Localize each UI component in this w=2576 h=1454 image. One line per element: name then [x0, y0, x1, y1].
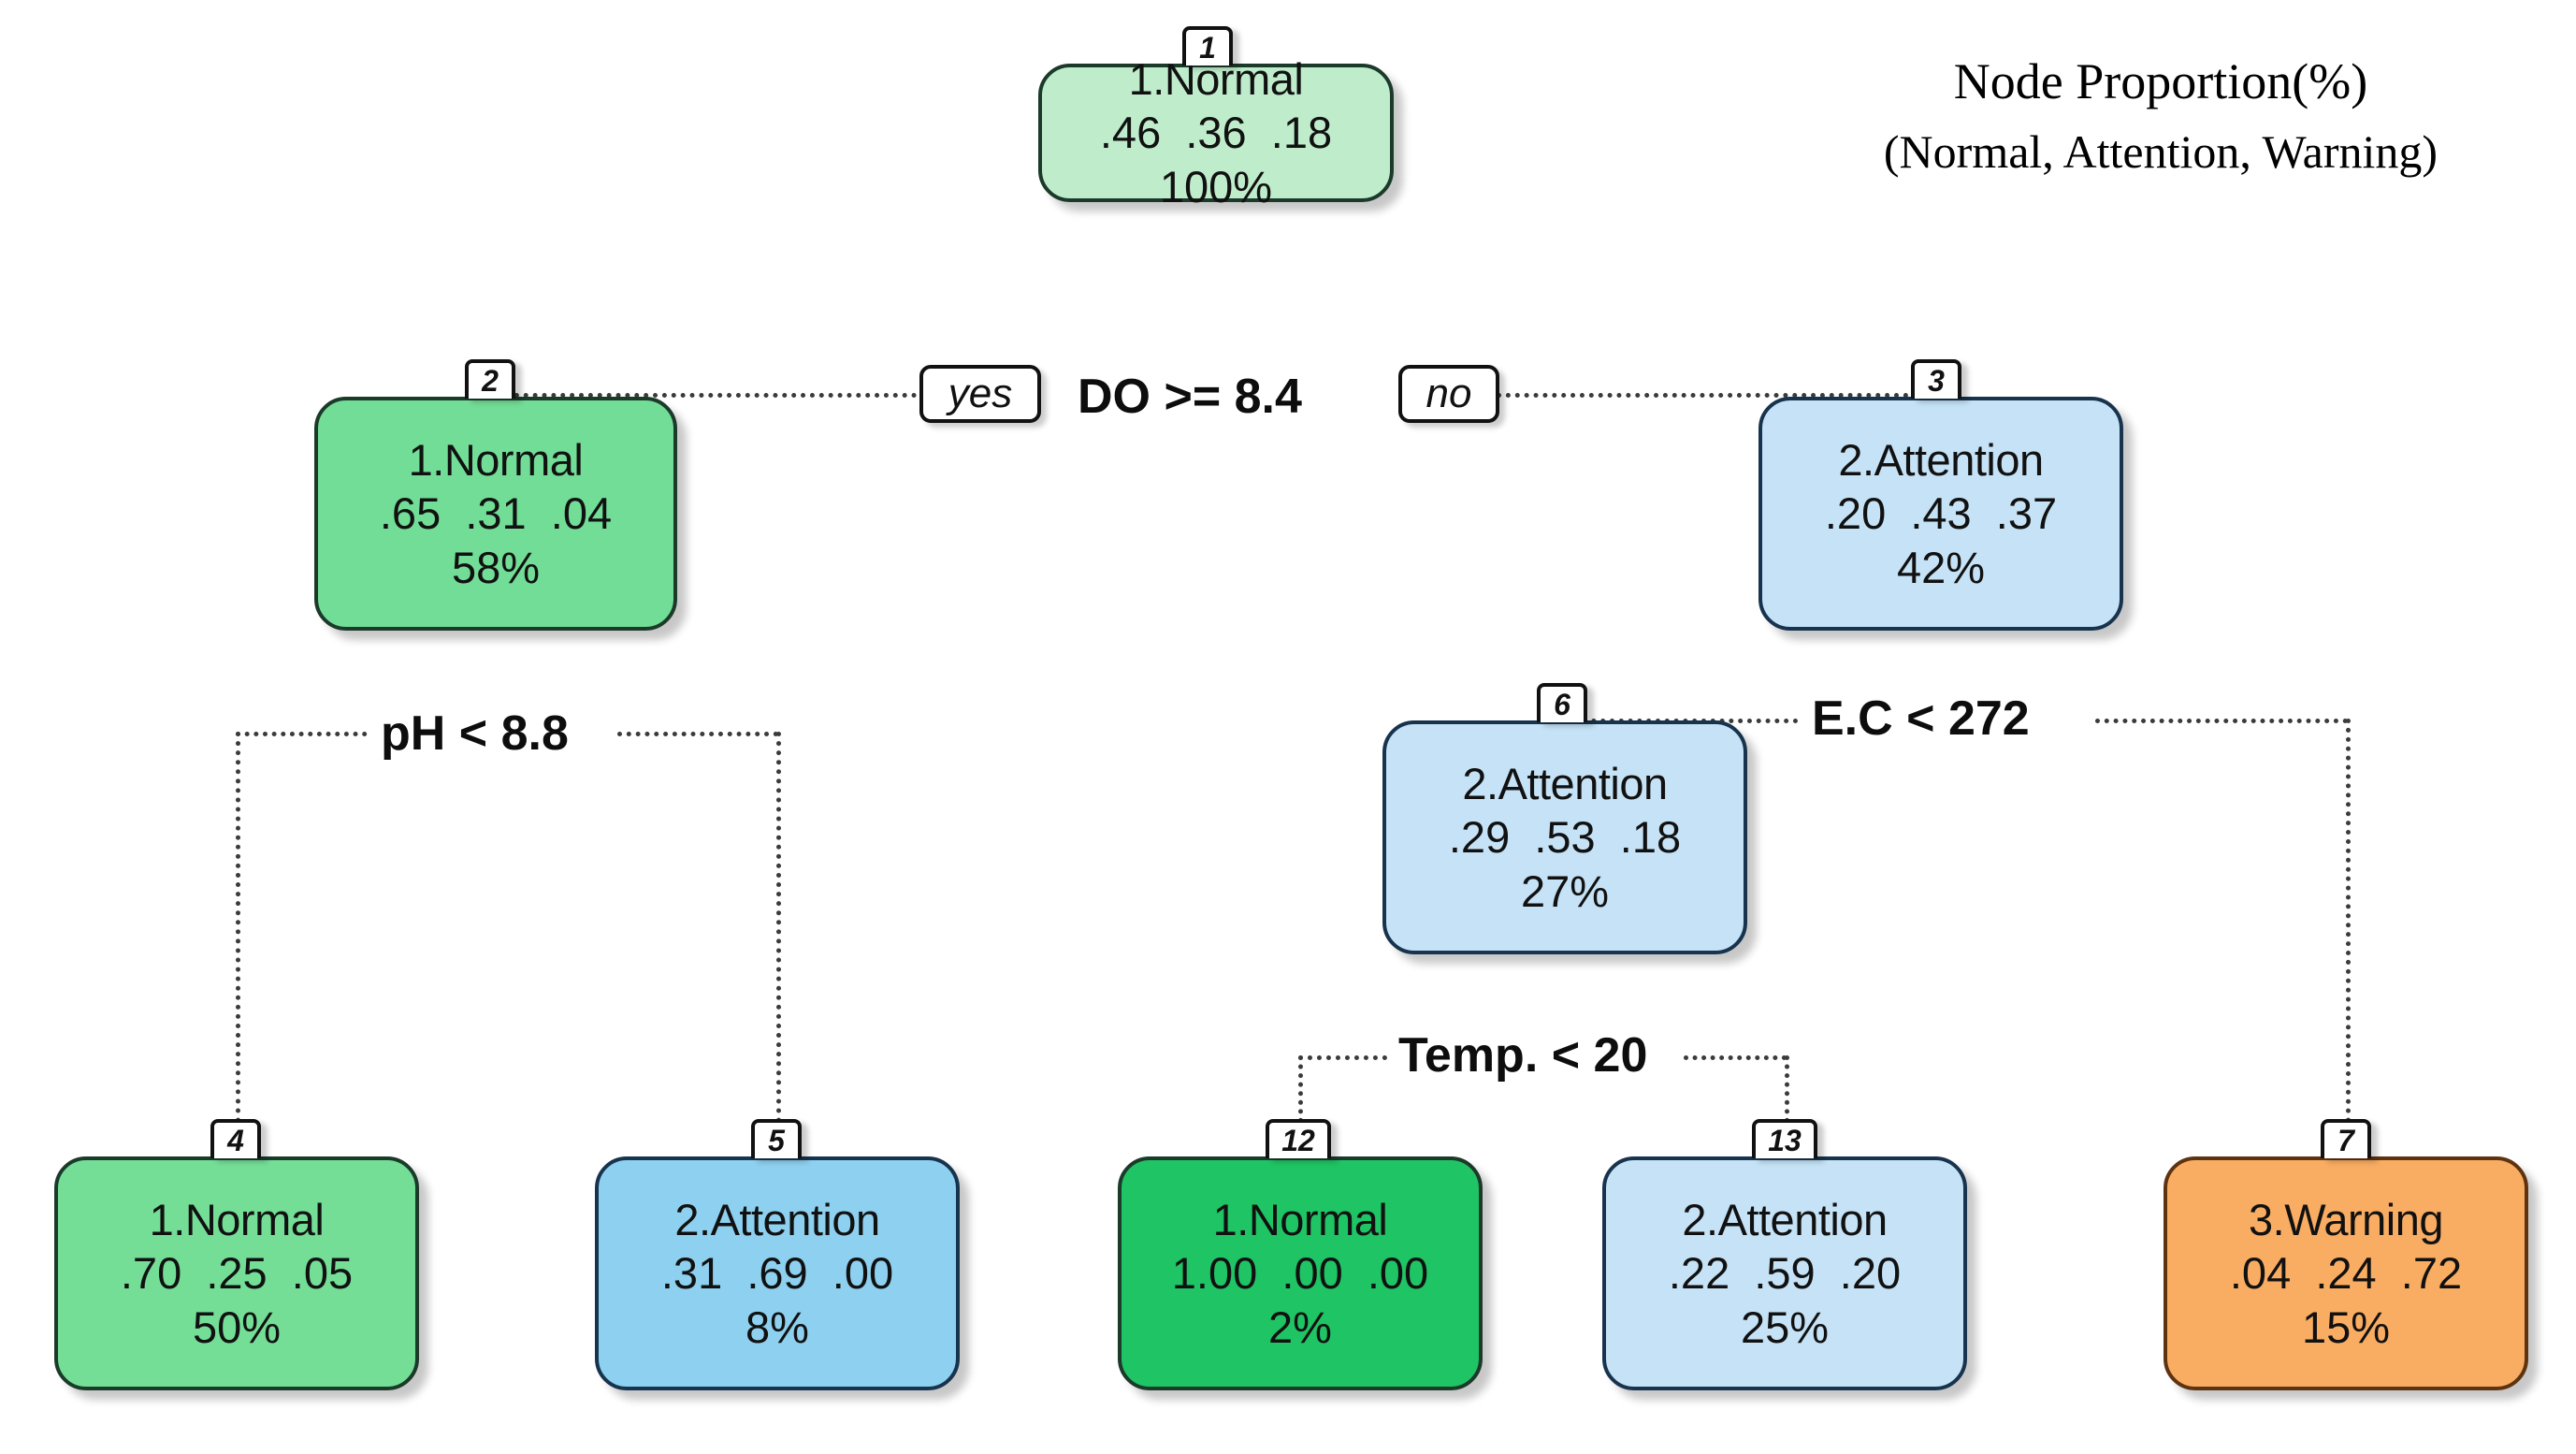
connector-left-h-a [236, 732, 376, 736]
node-12-percent: 2% [1268, 1301, 1332, 1352]
node-3-proportions: .20 .43 .37 [1824, 488, 2058, 539]
connector-left-h-b [617, 732, 778, 736]
node-6-class-label: 2.Attention [1462, 759, 1668, 808]
node-tab-2: 2 [465, 359, 515, 399]
node-tab-7-text: 7 [2337, 1124, 2354, 1157]
node-13-class-label: 2.Attention [1682, 1195, 1888, 1244]
connector-right-h-b [2095, 719, 2348, 723]
node-5-percent: 8% [745, 1301, 809, 1352]
node-4-percent: 50% [192, 1301, 282, 1352]
node-tab-13-text: 13 [1768, 1124, 1802, 1157]
connector-left-v-no [776, 732, 781, 1123]
connector-mid-v-no [1785, 1055, 1789, 1123]
node-tab-5-text: 5 [768, 1124, 785, 1157]
node-3-class-label: 2.Attention [1838, 435, 2044, 485]
node-4-proportions: .70 .25 .05 [120, 1248, 354, 1299]
node-tab-1: 1 [1182, 26, 1233, 65]
tree-node-12[interactable]: 1.Normal 1.00 .00 .00 2% [1118, 1156, 1483, 1390]
split-condition-mid: Temp. < 20 [1387, 1028, 1659, 1083]
tree-node-7[interactable]: 3.Warning .04 .24 .72 15% [2164, 1156, 2528, 1390]
split-condition-right-text: E.C < 272 [1812, 691, 2030, 746]
node-2-proportions: .65 .31 .04 [379, 488, 613, 539]
split-condition-root-text: DO >= 8.4 [1078, 370, 1302, 424]
connector-mid-v-yes [1298, 1055, 1303, 1123]
node-3-percent: 42% [1896, 542, 1986, 592]
connector-mid-h-a [1298, 1055, 1397, 1060]
node-7-class-label: 3.Warning [2249, 1195, 2443, 1244]
connector-root-right [1497, 393, 1936, 398]
connector-root-left [505, 393, 917, 398]
split-condition-mid-text: Temp. < 20 [1398, 1028, 1648, 1083]
tree-node-5[interactable]: 2.Attention .31 .69 .00 8% [595, 1156, 960, 1390]
node-13-proportions: .22 .59 .20 [1668, 1248, 1902, 1299]
legend: Node Proportion(%) (Normal, Attention, W… [1777, 45, 2544, 186]
yes-label-text: yes [948, 371, 1013, 416]
node-7-proportions: .04 .24 .72 [2229, 1248, 2463, 1299]
node-5-class-label: 2.Attention [674, 1195, 880, 1244]
node-tab-4-text: 4 [227, 1124, 244, 1157]
node-tab-6-text: 6 [1554, 688, 1570, 721]
node-tab-12: 12 [1266, 1119, 1331, 1158]
node-6-proportions: .29 .53 .18 [1448, 812, 1682, 863]
connector-mid-h-b [1684, 1055, 1787, 1060]
node-1-proportions: .46 .36 .18 [1099, 108, 1333, 158]
node-tab-5: 5 [751, 1119, 802, 1158]
branch-label-yes: yes [919, 365, 1041, 423]
node-4-class-label: 1.Normal [149, 1195, 325, 1244]
legend-line-1: Node Proportion(%) [1953, 53, 2368, 109]
tree-node-6[interactable]: 2.Attention .29 .53 .18 27% [1382, 720, 1747, 954]
node-13-percent: 25% [1740, 1301, 1830, 1352]
tree-node-4[interactable]: 1.Normal .70 .25 .05 50% [54, 1156, 419, 1390]
node-6-percent: 27% [1520, 865, 1610, 916]
node-tab-2-text: 2 [482, 364, 499, 398]
node-12-class-label: 1.Normal [1212, 1195, 1388, 1244]
connector-left-v-yes [236, 732, 240, 1123]
node-tab-6: 6 [1537, 683, 1587, 722]
node-5-proportions: .31 .69 .00 [660, 1248, 894, 1299]
node-1-percent: 100% [1159, 161, 1273, 211]
split-condition-right: E.C < 272 [1801, 694, 2041, 743]
split-condition-left: pH < 8.8 [369, 709, 580, 758]
node-tab-4: 4 [210, 1119, 261, 1158]
node-7-percent: 15% [2301, 1301, 2391, 1352]
connector-right-v-no [2346, 719, 2351, 1123]
tree-node-3[interactable]: 2.Attention .20 .43 .37 42% [1758, 397, 2123, 631]
legend-line-2: (Normal, Attention, Warning) [1883, 125, 2439, 179]
tree-node-2[interactable]: 1.Normal .65 .31 .04 58% [314, 397, 677, 631]
tree-node-1[interactable]: 1.Normal .46 .36 .18 100% [1038, 54, 1394, 211]
node-2-percent: 58% [451, 542, 541, 592]
node-tab-3: 3 [1911, 359, 1961, 399]
node-tab-12-text: 12 [1281, 1124, 1315, 1157]
tree-node-13[interactable]: 2.Attention .22 .59 .20 25% [1602, 1156, 1967, 1390]
split-condition-left-text: pH < 8.8 [381, 706, 569, 761]
node-tab-3-text: 3 [1928, 364, 1945, 398]
node-2-class-label: 1.Normal [408, 435, 584, 485]
node-12-proportions: 1.00 .00 .00 [1171, 1248, 1429, 1299]
no-label-text: no [1425, 371, 1472, 416]
node-tab-7: 7 [2321, 1119, 2371, 1158]
split-condition-root: DO >= 8.4 [1066, 372, 1313, 421]
node-tab-13: 13 [1752, 1119, 1817, 1158]
node-tab-1-text: 1 [1199, 31, 1216, 65]
branch-label-no: no [1398, 365, 1499, 423]
